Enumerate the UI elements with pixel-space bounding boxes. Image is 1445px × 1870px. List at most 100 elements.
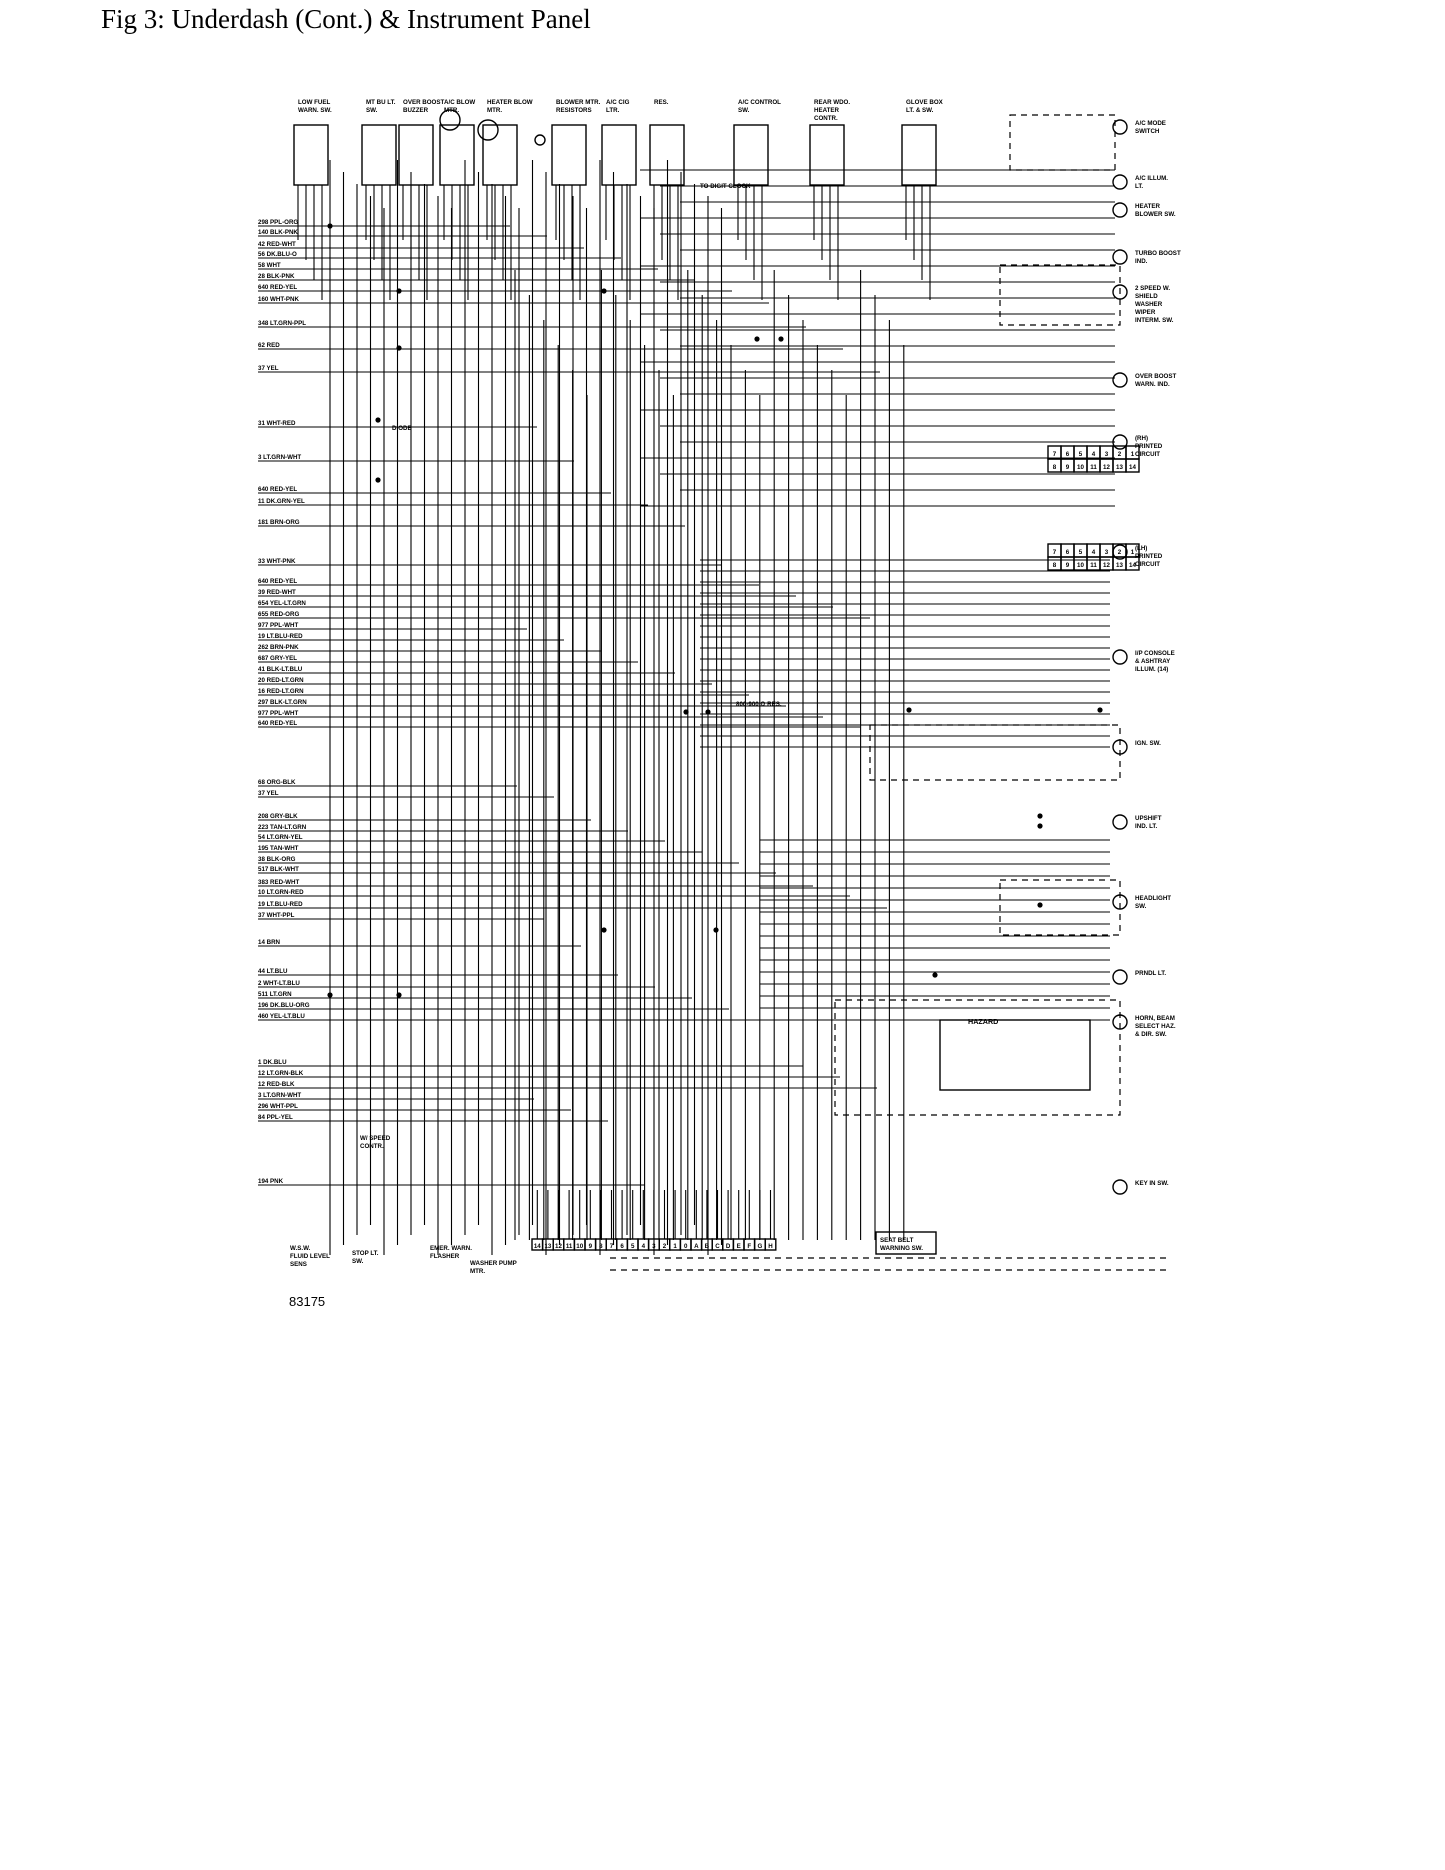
right-component-label: (RH) xyxy=(1135,435,1148,442)
junction-dot xyxy=(396,992,402,998)
component-box xyxy=(869,724,1121,781)
top-component-label: MT BU LT. xyxy=(366,99,396,106)
lh-printed-circuit-pin: 8 xyxy=(1053,562,1057,569)
left-wire-label: 41 BLK-LT.BLU xyxy=(258,666,303,673)
lamp-symbol xyxy=(477,119,499,141)
junction-dot xyxy=(396,288,402,294)
right-component-label: A/C MODE xyxy=(1135,120,1166,127)
top-component-label: HEATER xyxy=(814,107,840,114)
left-wire-label: 3 LT.GRN-WHT xyxy=(258,454,301,461)
junction-dot xyxy=(683,709,689,715)
right-component-label: PRINTED xyxy=(1135,443,1163,450)
left-wire-label: 19 LT.BLU-RED xyxy=(258,901,303,908)
page-title: Fig 3: Underdash (Cont.) & Instrument Pa… xyxy=(101,4,591,34)
junction-dot xyxy=(375,417,381,423)
junction-dot xyxy=(1037,902,1043,908)
right-component-label: OVER BOOST xyxy=(1135,373,1176,380)
lh-printed-circuit-pin: 1 xyxy=(1131,549,1135,556)
connector-pin: 9 xyxy=(589,1243,593,1250)
hazard-label: HAZARD xyxy=(968,1017,998,1026)
left-wire-label: 12 LT.GRN-BLK xyxy=(258,1070,304,1077)
connector-pin: 2 xyxy=(663,1243,667,1250)
left-wire-label: 208 GRY-BLK xyxy=(258,813,298,820)
component-box xyxy=(999,264,1121,326)
junction-dot xyxy=(396,345,402,351)
left-wire-label: 687 GRY-YEL xyxy=(258,655,297,662)
left-wire-label: 2 WHT-LT.BLU xyxy=(258,980,300,987)
connector-pin: 13 xyxy=(544,1243,551,1250)
junction-dot xyxy=(601,927,607,933)
junction-dot xyxy=(713,927,719,933)
top-component-label: A/C BLOW xyxy=(444,99,475,106)
left-wire-label: 298 PPL-ORG xyxy=(258,219,298,226)
right-component-label: & ASHTRAY xyxy=(1135,658,1171,665)
bottom-component-label: W.S.W. xyxy=(290,1245,311,1252)
connector-pin: G xyxy=(757,1243,762,1250)
left-wire-label: 977 PPL-WHT xyxy=(258,622,298,629)
junction-dot xyxy=(906,707,912,713)
top-component-label: BUZZER xyxy=(403,107,429,114)
junction-dot xyxy=(1097,707,1103,713)
left-wire-label: 460 YEL-LT.BLU xyxy=(258,1013,305,1020)
top-component-label: A/C CONTROL xyxy=(738,99,781,106)
lamp-symbol xyxy=(1112,434,1128,450)
right-component-label: SELECT HAZ. xyxy=(1135,1023,1176,1030)
rh-printed-circuit-pin: 5 xyxy=(1079,451,1083,458)
right-component-label: CIRCUIT xyxy=(1135,451,1160,458)
left-wire-label: 654 YEL-LT.GRN xyxy=(258,600,306,607)
lamp-symbol xyxy=(439,109,461,131)
right-component-label: CIRCUIT xyxy=(1135,561,1160,568)
junction-dot xyxy=(754,336,760,342)
component-box xyxy=(875,1231,937,1255)
left-wire-label: 3 LT.GRN-WHT xyxy=(258,1092,301,1099)
right-component-label: WARN. IND. xyxy=(1135,381,1170,388)
connector-pin: 4 xyxy=(642,1243,646,1250)
rh-printed-circuit-pin: 14 xyxy=(1129,464,1136,471)
right-component-label: IND. LT. xyxy=(1135,823,1158,830)
right-component-label: HEADLIGHT xyxy=(1135,895,1171,902)
connector-pin: 8 xyxy=(599,1243,603,1250)
top-component-label: GLOVE BOX xyxy=(906,99,944,106)
lh-printed-circuit-pin: 13 xyxy=(1116,562,1123,569)
right-component-label: PRNDL LT. xyxy=(1135,970,1166,977)
left-wire-label: 640 RED-YEL xyxy=(258,486,297,493)
lamp-symbol xyxy=(1112,202,1128,218)
connector-pin: E xyxy=(737,1243,741,1250)
lamp-symbol xyxy=(1112,649,1128,665)
top-component-label: SW. xyxy=(366,107,378,114)
connector-pin: 11 xyxy=(566,1243,573,1250)
rh-printed-circuit-pin: 13 xyxy=(1116,464,1123,471)
right-component-label: PRINTED xyxy=(1135,553,1163,560)
left-wire-label: 37 YEL xyxy=(258,790,279,797)
bottom-component-label: SEAT BELT xyxy=(880,1237,914,1244)
right-component-label: UPSHIFT xyxy=(1135,815,1162,822)
lh-printed-circuit-pin: 5 xyxy=(1079,549,1083,556)
bottom-component-label: STOP LT. xyxy=(352,1250,379,1257)
bottom-component-label: WARNING SW. xyxy=(880,1245,923,1252)
lamp-symbol xyxy=(1112,1179,1128,1195)
right-component-label: ILLUM. (14) xyxy=(1135,666,1168,673)
left-wire-label: 12 RED-BLK xyxy=(258,1081,295,1088)
lamp-symbol xyxy=(1112,174,1128,190)
component-box xyxy=(482,124,518,186)
bottom-component-label: MTR. xyxy=(470,1268,485,1275)
junction-dot xyxy=(932,972,938,978)
left-wire-label: 37 WHT-PPL xyxy=(258,912,295,919)
component-box xyxy=(1009,114,1116,171)
right-component-label: KEY IN SW. xyxy=(1135,1180,1169,1187)
left-wire-label: 640 RED-YEL xyxy=(258,284,297,291)
left-wire-label: 28 BLK-PNK xyxy=(258,273,295,280)
top-component-label: MTR. xyxy=(444,107,459,114)
clock-label: TO DIGIT CLOCK xyxy=(700,183,751,190)
lh-printed-circuit-pin: 9 xyxy=(1066,562,1070,569)
top-component-label: LT. & SW. xyxy=(906,107,934,114)
top-component-label: BLOWER MTR. xyxy=(556,99,601,106)
lh-printed-circuit-pin: 12 xyxy=(1103,562,1110,569)
left-wire-label: 11 DK.GRN-YEL xyxy=(258,498,305,505)
junction-dot xyxy=(778,336,784,342)
lh-printed-circuit-pin: 6 xyxy=(1066,549,1070,556)
right-component-label: IGN. SW. xyxy=(1135,740,1161,747)
top-component-label: RESISTORS xyxy=(556,107,592,114)
lh-printed-circuit-pin: 10 xyxy=(1077,562,1084,569)
junction-dot xyxy=(327,223,333,229)
